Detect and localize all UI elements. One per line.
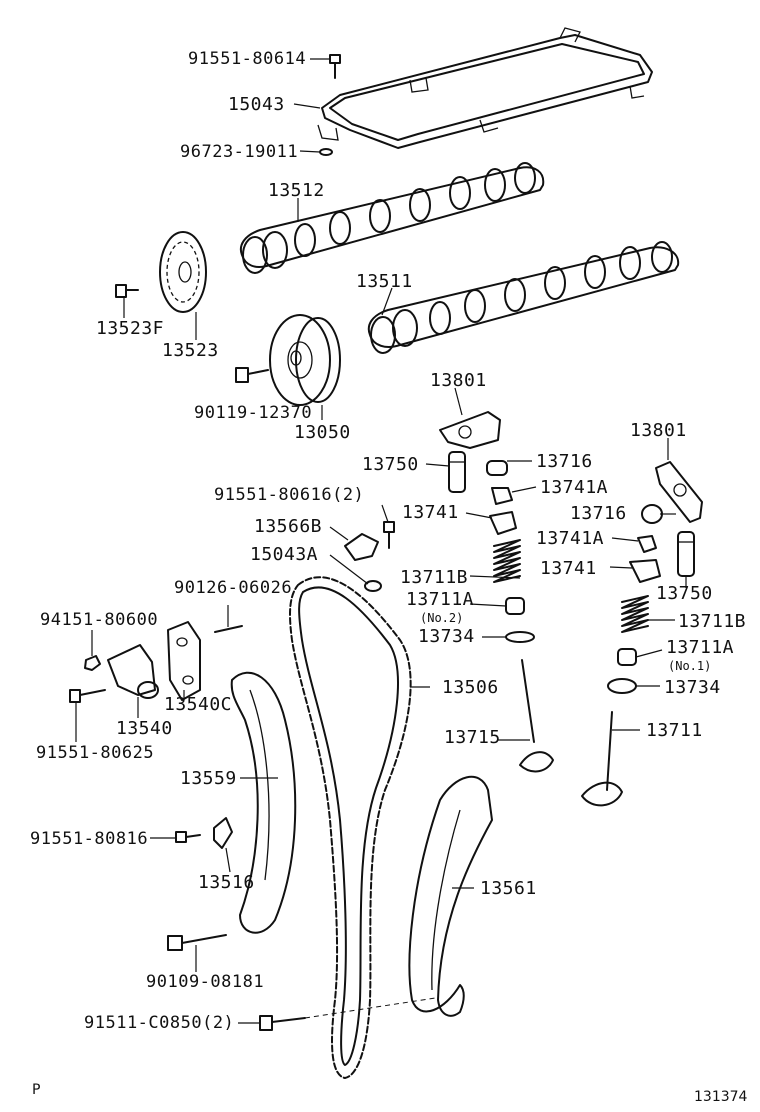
- label-13741-left: 13741: [402, 502, 459, 523]
- sprocket-13523: [159, 231, 207, 313]
- shim-13716-right: [641, 504, 663, 524]
- label-13801-right: 13801: [630, 420, 687, 441]
- label-90109-08181: 90109-08181: [146, 972, 264, 992]
- label-13511: 13511: [356, 271, 413, 292]
- bolt-91551-80616: [383, 521, 395, 549]
- cover-gasket-15043: [317, 27, 653, 149]
- bolt-91551-80625: [69, 689, 106, 703]
- bracket-13566B: [344, 533, 379, 561]
- chain-guide-13561: [408, 775, 493, 1017]
- label-13711A-right: 13711A: [666, 637, 734, 658]
- bolt-91551-80614: [329, 54, 341, 79]
- gasket-13540C: [167, 621, 201, 701]
- camshaft-13511: [367, 241, 680, 354]
- label-13750-right: 13750: [656, 583, 713, 604]
- label-15043: 15043: [228, 94, 285, 115]
- bolt-91551-80816: [175, 831, 201, 843]
- label-13741-right: 13741: [540, 558, 597, 579]
- retainer-13741-right: [629, 559, 661, 583]
- bolt-91511-C0850: [259, 1015, 306, 1031]
- corner-letter: P: [32, 1082, 40, 1098]
- bolt-90119-12370: [235, 367, 269, 383]
- seal-13711A-right: [617, 648, 637, 666]
- figure-number: 131374: [694, 1089, 748, 1105]
- lash-adjuster-13750-right: [677, 531, 695, 577]
- bolt-90109-08181: [167, 934, 227, 951]
- washer-13734-right: [607, 678, 637, 694]
- label-13711: 13711: [646, 720, 703, 741]
- spring-13711B-left: [493, 539, 521, 583]
- retainer-13741-left: [489, 511, 517, 535]
- valve-13715: [519, 659, 554, 773]
- label-91551-80614: 91551-80614: [188, 49, 306, 69]
- label-13559: 13559: [180, 768, 237, 789]
- label-13050: 13050: [294, 422, 351, 443]
- label-13741A-right: 13741A: [536, 528, 604, 549]
- label-13716-right: 13716: [570, 503, 627, 524]
- gasket-15043A: [364, 580, 382, 592]
- washer-13734-left: [505, 631, 535, 643]
- shim-13716-left: [486, 460, 508, 476]
- label-13801-left: 13801: [430, 370, 487, 391]
- label-13523: 13523: [162, 340, 219, 361]
- label-13716-left: 13716: [536, 451, 593, 472]
- label-91551-80616: 91551-80616(2): [214, 485, 364, 505]
- alignment-dash: [304, 997, 436, 1019]
- washer-96723-19011: [319, 148, 333, 156]
- retainer-13741A-right: [637, 535, 657, 553]
- label-13512: 13512: [268, 180, 325, 201]
- label-13523F: 13523F: [96, 318, 164, 339]
- leader-lines: [75, 58, 687, 1024]
- vvt-gear-13050: [269, 314, 341, 406]
- rocker-arm-13801-right: [655, 461, 703, 523]
- label-no1: (No.1): [668, 659, 711, 673]
- spring-13711B-right: [621, 595, 649, 633]
- label-no2: (No.2): [420, 611, 463, 625]
- label-90119-12370: 90119-12370: [194, 403, 312, 423]
- label-13711B-left: 13711B: [400, 567, 468, 588]
- valve-13711: [581, 711, 623, 807]
- label-13540: 13540: [116, 718, 173, 739]
- clip-13516: [213, 817, 233, 849]
- bolt-94151-80600: [84, 655, 101, 671]
- label-13516: 13516: [198, 872, 255, 893]
- label-13715: 13715: [444, 727, 501, 748]
- label-13750-left: 13750: [362, 454, 419, 475]
- label-13561: 13561: [480, 878, 537, 899]
- lash-adjuster-13750-left: [448, 451, 466, 493]
- stud-90126-06026: [214, 625, 243, 633]
- retainer-13741A-left: [491, 487, 513, 505]
- label-91551-80816: 91551-80816: [30, 829, 148, 849]
- seal-13711A-left: [505, 597, 525, 615]
- label-91511-C0850: 91511-C0850(2): [84, 1013, 234, 1033]
- label-91551-80625: 91551-80625: [36, 743, 154, 763]
- timing-chain-13506: [289, 576, 412, 1079]
- label-90126-06026: 90126-06026: [174, 578, 292, 598]
- label-13566B: 13566B: [254, 516, 322, 537]
- chain-slipper-13559: [230, 671, 297, 934]
- label-13540C: 13540C: [164, 694, 232, 715]
- tensioner-13540: [107, 644, 159, 699]
- label-13741A-left: 13741A: [540, 477, 608, 498]
- label-13734-left: 13734: [418, 626, 475, 647]
- label-13711A-left: 13711A: [406, 589, 474, 610]
- label-13506: 13506: [442, 677, 499, 698]
- label-13711B-right: 13711B: [678, 611, 746, 632]
- label-13734-right: 13734: [664, 677, 721, 698]
- camshaft-13512: [240, 162, 545, 274]
- label-94151-80600: 94151-80600: [40, 610, 158, 630]
- bolt-13523F: [115, 284, 139, 298]
- label-96723-19011: 96723-19011: [180, 142, 298, 162]
- rocker-arm-13801-left: [439, 411, 501, 449]
- label-15043A: 15043A: [250, 544, 318, 565]
